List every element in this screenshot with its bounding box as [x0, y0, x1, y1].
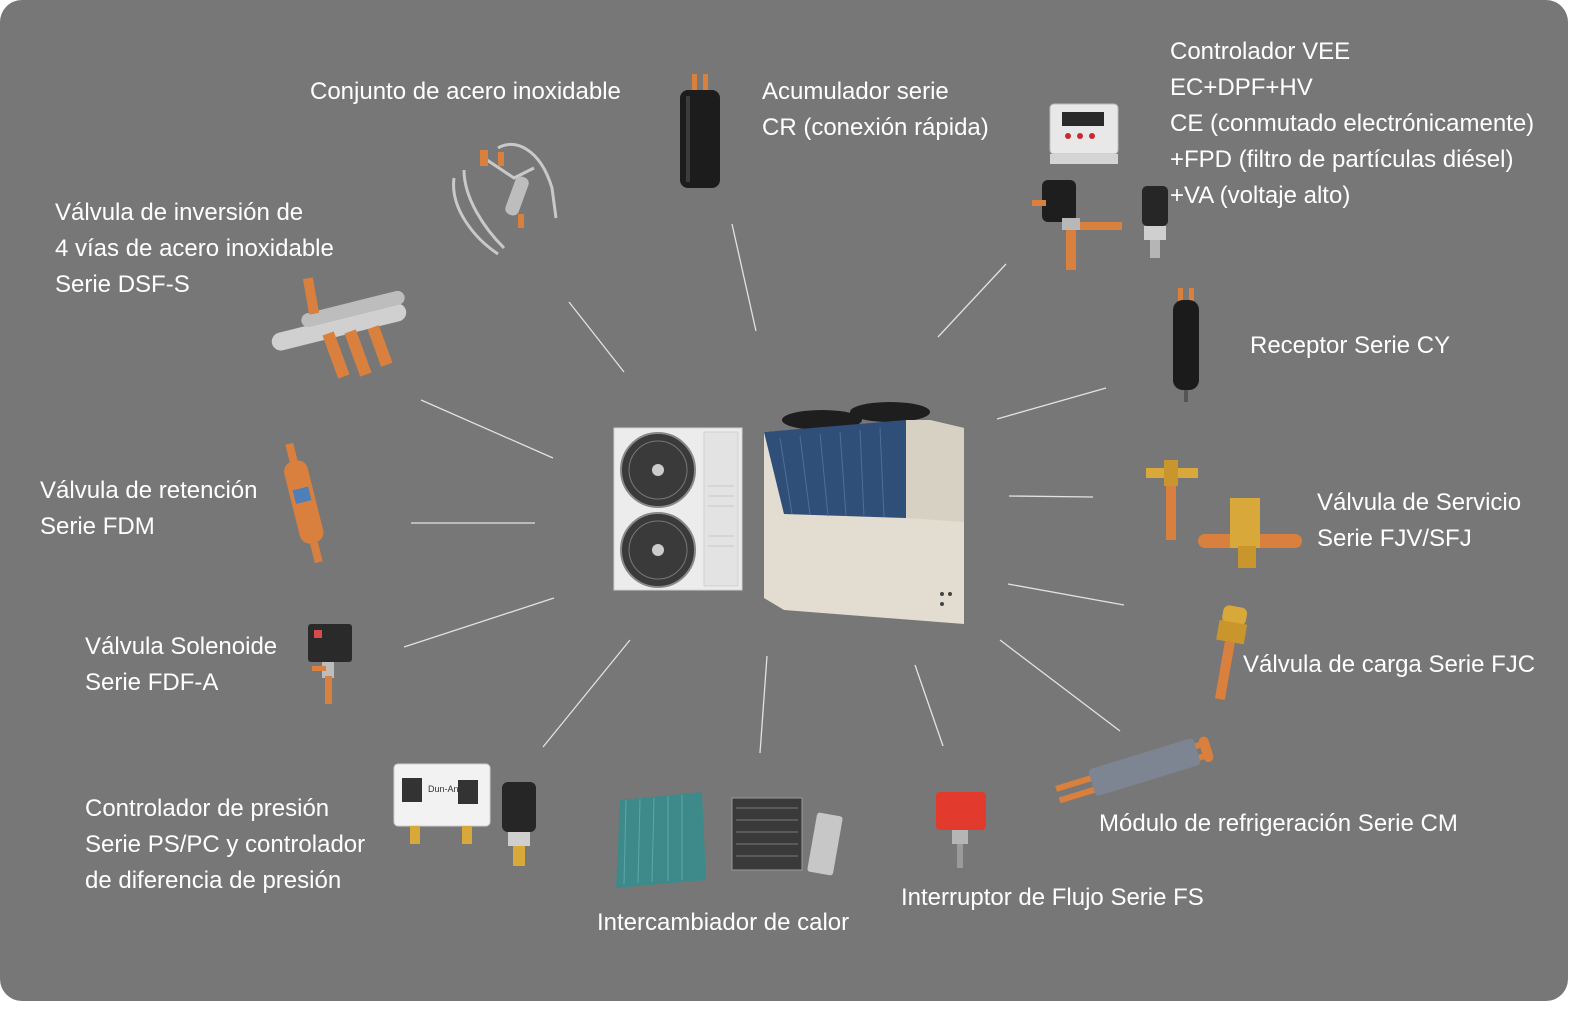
- connector-cooling: [999, 639, 1121, 732]
- label-receiver: Receptor Serie CY: [1250, 332, 1451, 359]
- charge-valve-icon: [1214, 605, 1248, 700]
- label-pressure-controller: Controlador de presión Serie PS/PC y con…: [85, 795, 366, 894]
- heat-exchanger-icon: [616, 792, 843, 888]
- check-valve-icon: [284, 442, 324, 564]
- label-flow-switch: Interruptor de Flujo Serie FS: [901, 884, 1204, 911]
- cooling-module-icon: [1055, 736, 1214, 804]
- outdoor-unit-icon: [613, 427, 743, 591]
- connector-service: [1008, 495, 1094, 498]
- connector-charge: [1007, 583, 1125, 606]
- label-charge-valve: Válvula de carga Serie FJC: [1243, 651, 1536, 678]
- pressure-sensor-icon: [1142, 186, 1168, 258]
- label-solenoid-valve: Válvula Solenoide Serie FDF-A: [85, 633, 278, 696]
- connector-stainless: [568, 301, 625, 373]
- heat-pump-unit-icon: [764, 402, 964, 624]
- solenoid-valve-icon: [308, 624, 352, 704]
- label-heat-exchanger: Intercambiador de calor: [597, 909, 850, 936]
- four-way-valve-icon: [271, 277, 407, 379]
- label-cooling-module: Módulo de refrigeración Serie CM: [1099, 810, 1458, 837]
- connector-solenoid: [403, 597, 555, 648]
- connector-accumulator: [731, 223, 757, 332]
- vee-controller-icon: [1049, 103, 1119, 164]
- connector-vee: [937, 263, 1007, 338]
- flow-switch-icon: [936, 792, 986, 868]
- accumulator-icon: [680, 74, 720, 188]
- connector-flow: [914, 664, 944, 747]
- connector-heat-exchanger: [759, 655, 768, 754]
- label-stainless-assembly: Conjunto de acero inoxidable: [310, 78, 621, 105]
- label-service-valve: Válvula de Servicio Serie FJV/SFJ: [1317, 489, 1522, 552]
- label-accumulator: Acumulador serie CR (conexión rápida): [762, 78, 989, 141]
- label-check-valve: Válvula de retención Serie FDM: [40, 477, 258, 540]
- service-valve-icon: [1146, 460, 1302, 568]
- connector-pressure: [542, 639, 631, 748]
- stainless-assembly-icon: [452, 142, 558, 256]
- label-four-way-valve: Válvula de inversión de 4 vías de acero …: [55, 199, 334, 298]
- label-vee-controller: Controlador VEE EC+DPF+HV CE (conmutado …: [1170, 38, 1535, 209]
- connector-receiver: [996, 387, 1107, 420]
- expansion-valve-icon: [1032, 180, 1122, 270]
- pressure-switch-icon: Dun-An: [393, 763, 536, 866]
- controller-brand: Dun-An: [428, 784, 459, 794]
- connector-four-way: [420, 399, 554, 459]
- receiver-icon: [1173, 288, 1199, 402]
